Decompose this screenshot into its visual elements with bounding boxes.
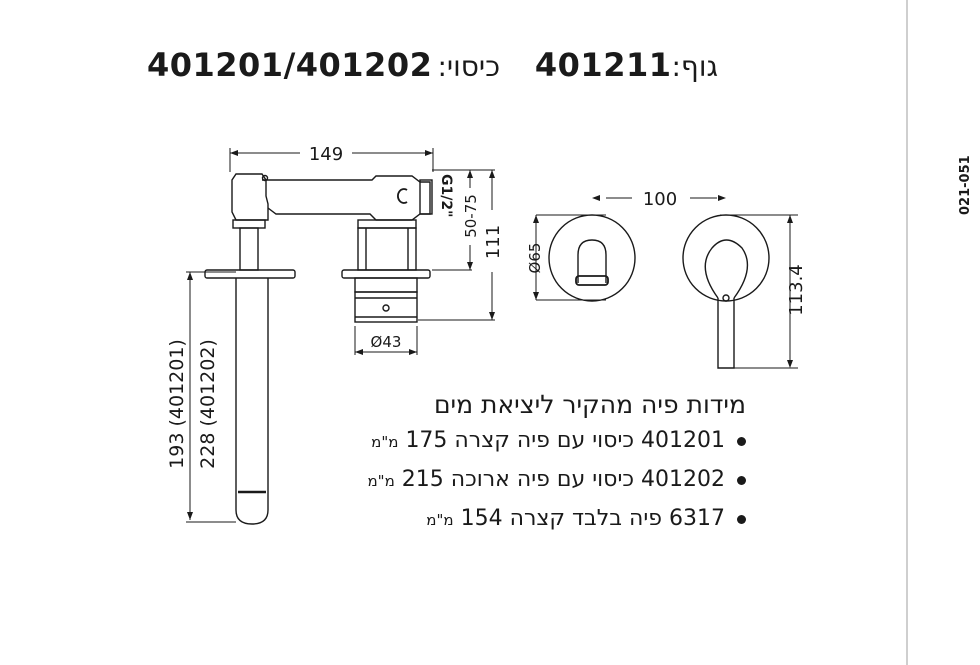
cover-label: כיסוי: bbox=[437, 50, 500, 83]
list-item: 401202 כיסוי עם פיה ארוכה 215 מ"מ bbox=[367, 461, 746, 500]
dim-wall-range: 50-75 bbox=[462, 194, 480, 238]
bullet-icon bbox=[737, 514, 746, 524]
side-reference-code: 021-051 bbox=[958, 155, 973, 215]
body-label: גוף: bbox=[671, 50, 718, 83]
model-header: גוף:401211 כיסוי: 401201/401202 bbox=[0, 46, 900, 96]
technical-drawing: 149 G1/2" 50-75 111 Ø43 Ø65 100 113.4 19… bbox=[166, 144, 807, 525]
dim-spout-short: 193 (401201) bbox=[166, 339, 188, 469]
cover-code: 401201/401202 bbox=[146, 46, 433, 84]
dim-center-distance: 100 bbox=[643, 189, 677, 210]
notes-title: מידות פיה מהקיר ליציאת מים bbox=[433, 390, 746, 419]
spout-notes: מידות פיה מהקיר ליציאת מים 401201 כיסוי … bbox=[367, 388, 746, 539]
body-code: 401211 bbox=[534, 46, 672, 84]
front-view-handle-plate bbox=[682, 214, 798, 369]
dim-plate-diameter: Ø65 bbox=[526, 243, 544, 274]
dim-height-total: 111 bbox=[483, 225, 504, 259]
cover-code-group: כיסוי: 401201/401202 bbox=[147, 46, 500, 84]
dim-cover-diameter: Ø43 bbox=[371, 333, 402, 351]
dim-width-total: 149 bbox=[309, 144, 343, 165]
page-divider bbox=[906, 0, 908, 665]
body-code-group: גוף:401211 bbox=[535, 46, 718, 84]
side-view-faucet bbox=[204, 173, 433, 525]
dim-handle-height: 113.4 bbox=[786, 264, 807, 316]
dim-spout-long: 228 (401202) bbox=[197, 339, 219, 469]
bullet-icon bbox=[737, 436, 746, 446]
dim-thread: G1/2" bbox=[438, 174, 454, 217]
list-item: 401201 כיסוי עם פיה קצרה 175 מ"מ bbox=[367, 422, 746, 461]
bullet-icon bbox=[737, 475, 746, 485]
front-view-spout-plate bbox=[536, 214, 636, 302]
list-item: 6317 פיה בלבד קצרה 154 מ"מ bbox=[367, 500, 746, 539]
extension-lines bbox=[186, 148, 495, 523]
arrowheads bbox=[187, 150, 793, 520]
